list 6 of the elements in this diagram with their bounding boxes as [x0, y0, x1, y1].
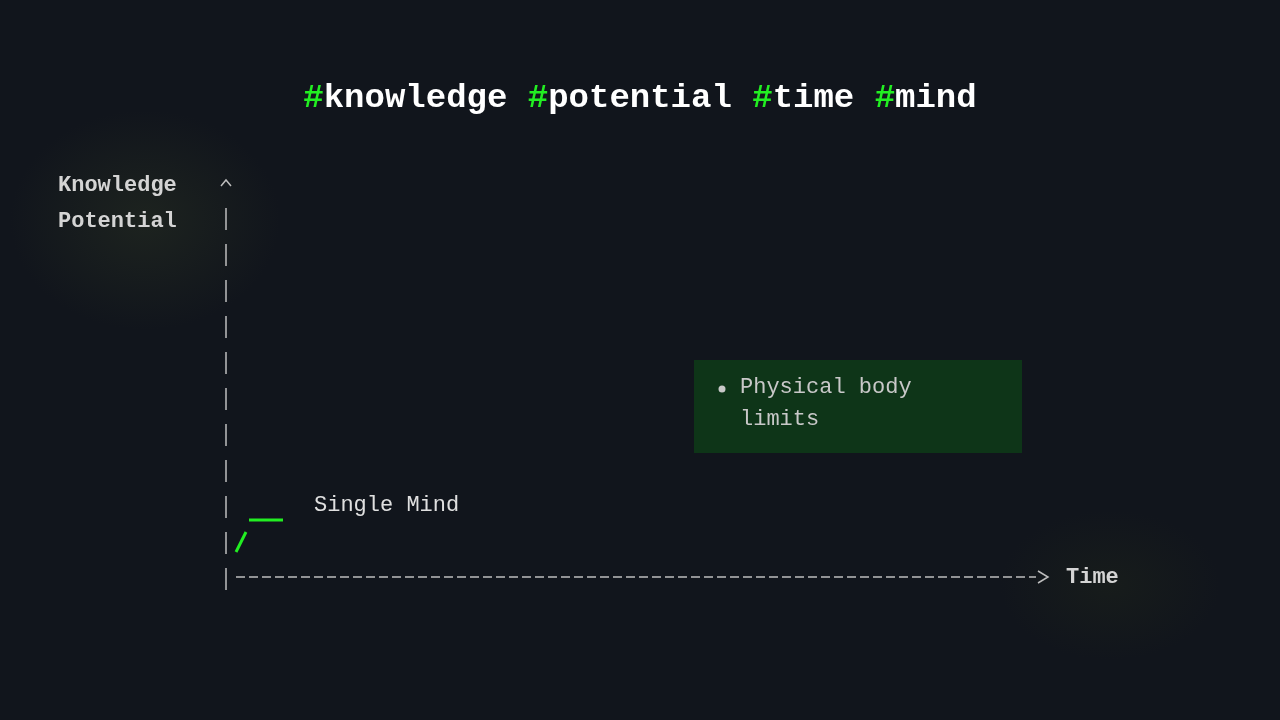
bullet-item: Physical body limits [718, 372, 1010, 436]
curve-label: Single Mind [314, 492, 460, 520]
note-box [694, 360, 1022, 453]
title: #knowledge #potential #time #mind [302, 78, 978, 119]
axis-label: Knowledge Potential [58, 172, 178, 236]
axis-label: Time [1066, 564, 1119, 592]
